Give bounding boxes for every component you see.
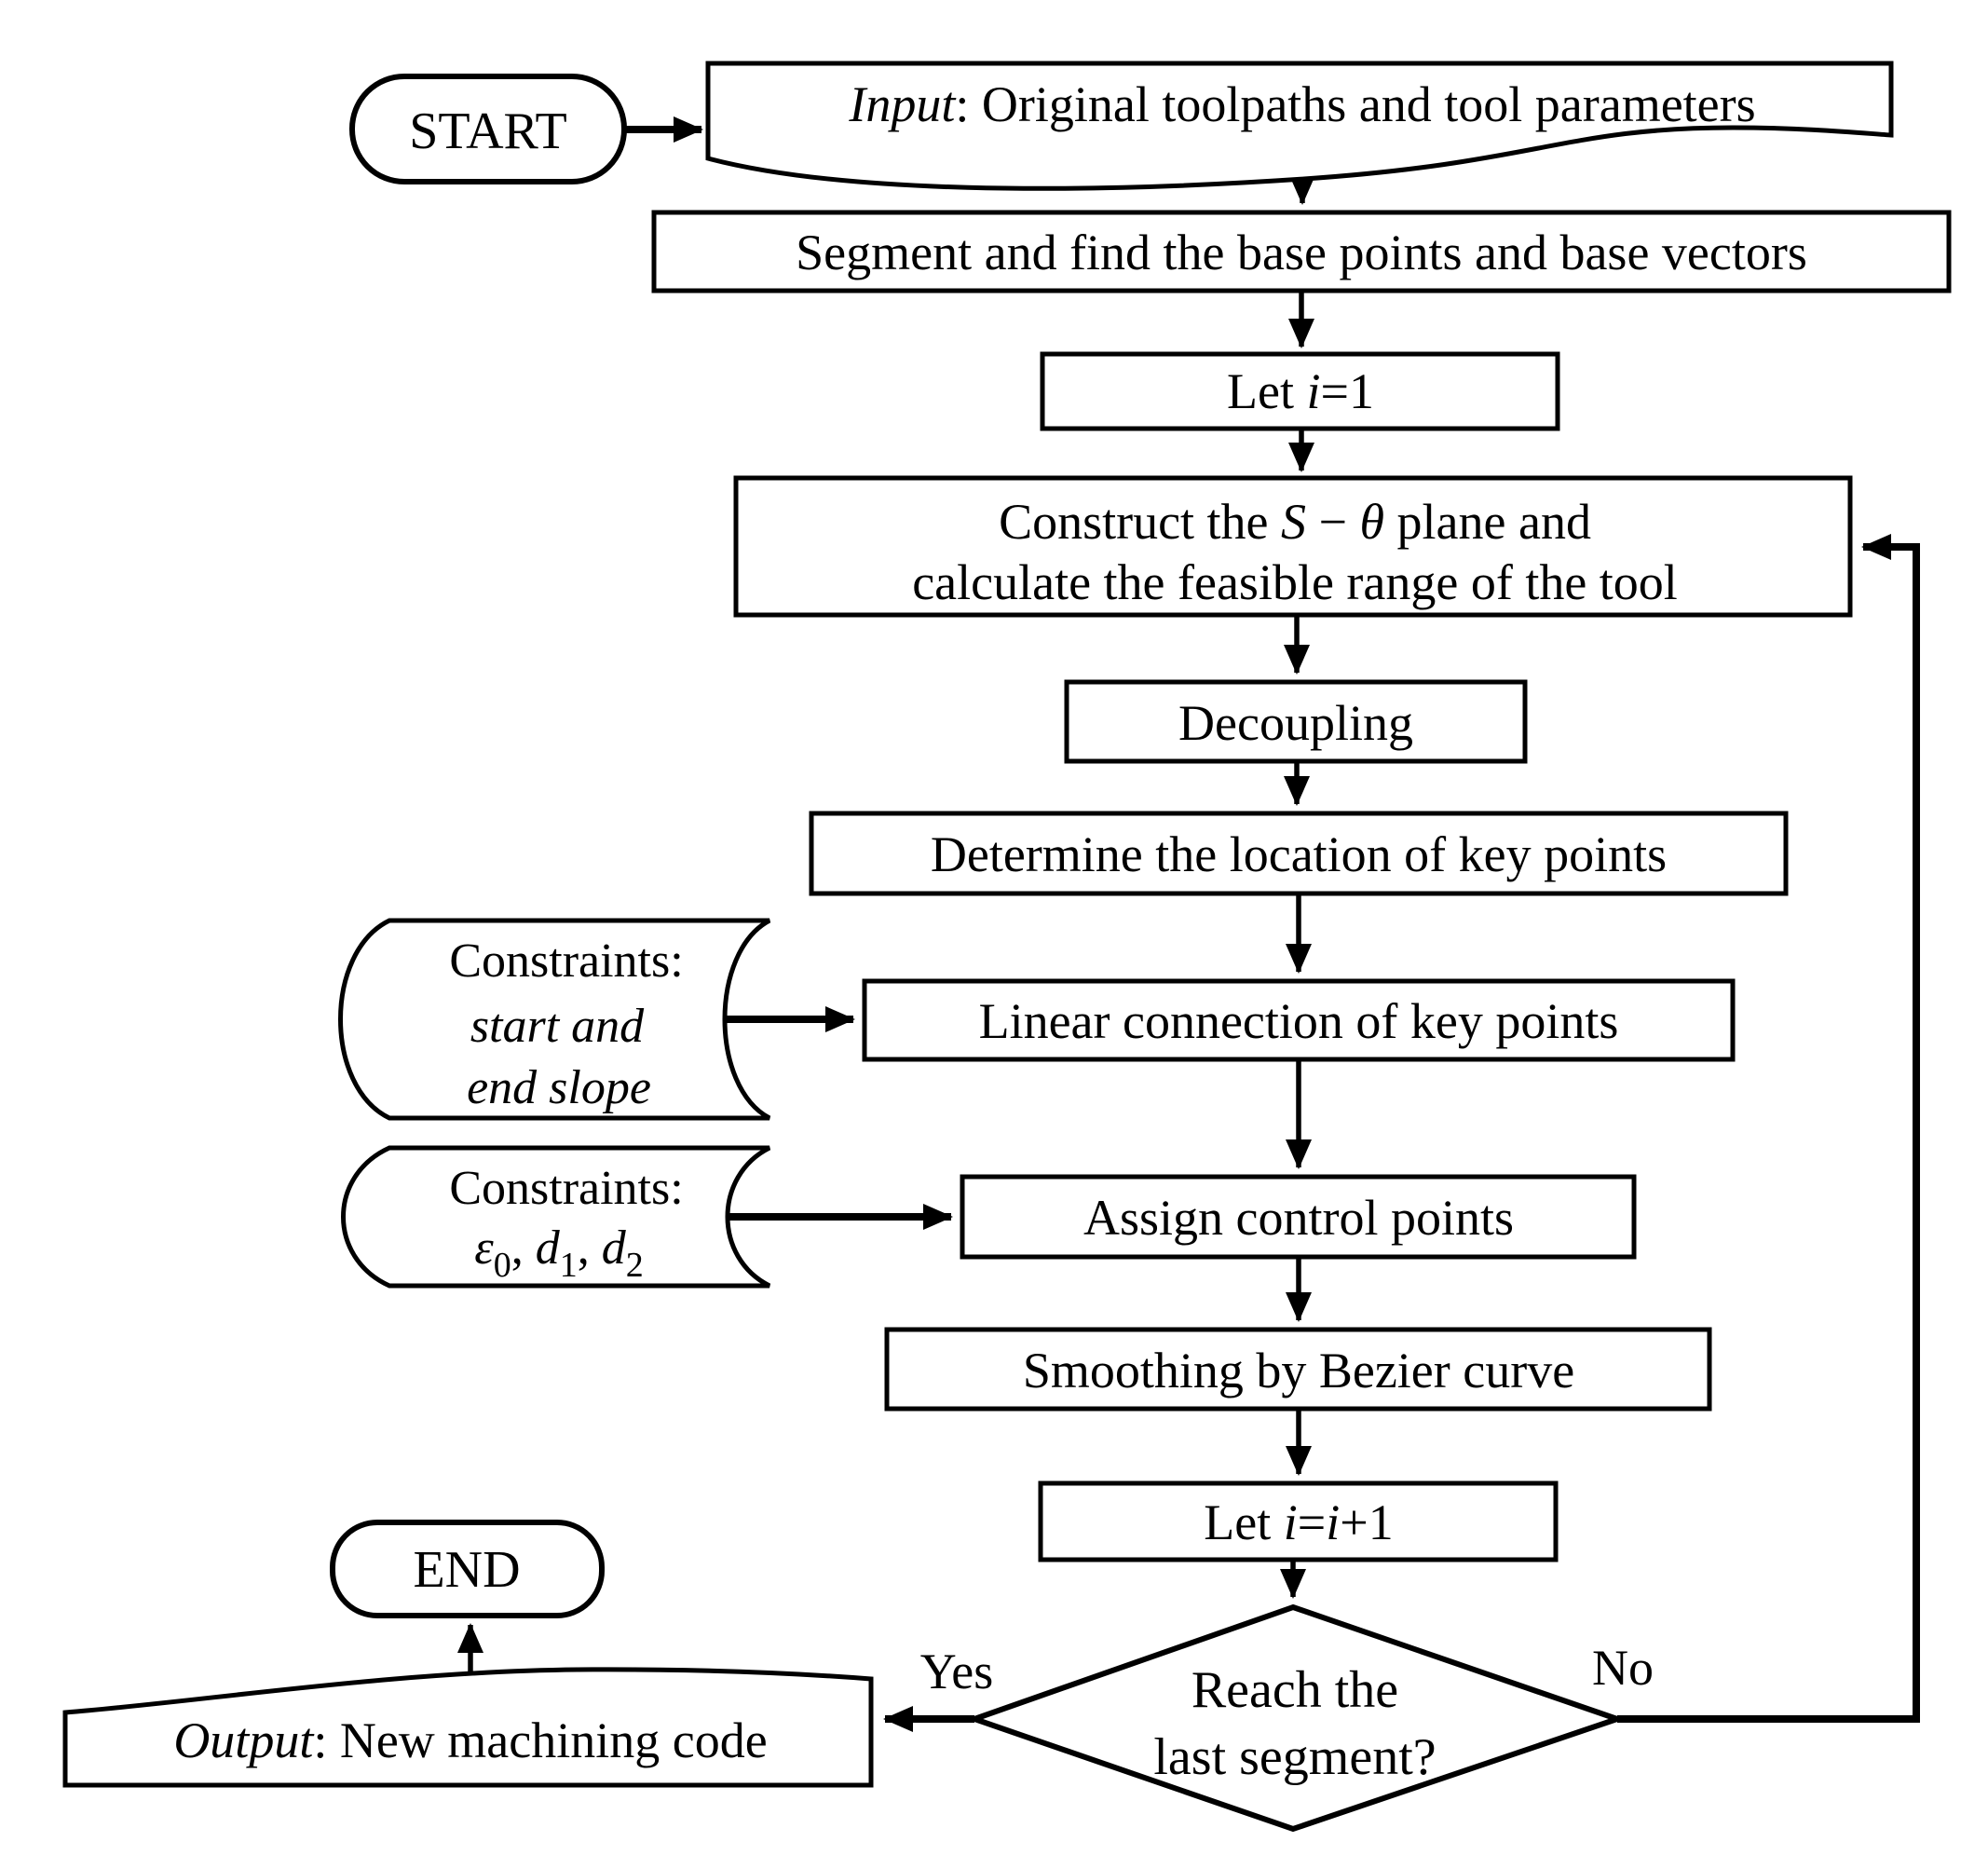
linear-label: Linear connection of key points: [979, 993, 1619, 1049]
determine-label: Determine the location of key points: [931, 826, 1667, 882]
decision-no-label: No: [1592, 1640, 1654, 1696]
arrow-decision-no-loop-to-construct: [1617, 534, 1920, 1723]
let-inc-label: Let i=i+1: [1204, 1494, 1393, 1550]
node-construct: Construct the S − θ plane and calculate …: [733, 475, 1853, 618]
node-output: Output: New machining code: [62, 1667, 874, 1788]
decision-label-line2: last segment?: [1153, 1728, 1436, 1786]
node-determine: Determine the location of key points: [809, 811, 1789, 896]
constraints-slope-title: Constraints:: [449, 934, 683, 988]
node-start: START: [349, 74, 627, 184]
segment-process-shape: [651, 210, 1952, 293]
node-constraints-slope: Constraints: start and end slope: [338, 918, 771, 1121]
constraints-cp-title: Constraints:: [449, 1162, 683, 1215]
start-label: START: [409, 102, 567, 160]
output-label: Output: New machining code: [173, 1712, 767, 1768]
assign-process-shape: [960, 1174, 1637, 1260]
node-decoupling: Decoupling: [1064, 679, 1528, 764]
decoupling-label: Decoupling: [1178, 695, 1413, 751]
constraints-cp-params: ε0, d1, d2: [474, 1221, 644, 1285]
node-let-inc: Let i=i+1: [1038, 1480, 1559, 1562]
end-label: END: [413, 1541, 520, 1599]
node-linear: Linear connection of key points: [862, 978, 1736, 1062]
node-constraints-cp: Constraints: ε0, d1, d2: [341, 1145, 771, 1289]
constraints-cp-stored-data-shape: [341, 1145, 771, 1289]
assign-label: Assign control points: [1083, 1190, 1514, 1246]
decision-diamond-shape: [965, 1603, 1627, 1833]
node-segment: Segment and find the base points and bas…: [651, 210, 1952, 293]
decoupling-process-shape: [1064, 679, 1528, 764]
constraints-slope-stored-data-shape: [338, 918, 771, 1121]
node-input: Input: Original toolpaths and tool param…: [705, 61, 1894, 191]
segment-label: Segment and find the base points and bas…: [796, 225, 1807, 280]
input-label: Input: Original toolpaths and tool param…: [848, 76, 1755, 132]
node-assign: Assign control points: [960, 1174, 1637, 1260]
node-let-init: Let i=1: [1040, 351, 1560, 431]
smoothing-process-shape: [884, 1327, 1712, 1412]
let-inc-process-shape: [1038, 1480, 1559, 1562]
construct-process-shape: [733, 475, 1853, 618]
node-decision: Reach the last segment? Yes No: [920, 1603, 1654, 1833]
construct-label-line1: Construct the S − θ plane and: [999, 494, 1591, 550]
constraints-slope-line3: end slope: [467, 1061, 651, 1114]
smoothing-label: Smoothing by Bezier curve: [1023, 1343, 1574, 1398]
determine-process-shape: [809, 811, 1789, 896]
end-terminator-shape: [330, 1520, 605, 1618]
linear-process-shape: [862, 978, 1736, 1062]
decision-yes-label: Yes: [920, 1644, 994, 1699]
output-document-shape: [62, 1667, 874, 1788]
construct-label-line2: calculate the feasible range of the tool: [912, 554, 1678, 610]
let-init-process-shape: [1040, 351, 1560, 431]
node-smoothing: Smoothing by Bezier curve: [884, 1327, 1712, 1412]
decision-label-line1: Reach the: [1191, 1661, 1398, 1719]
node-end: END: [330, 1520, 605, 1618]
let-init-label: Let i=1: [1227, 363, 1374, 419]
input-document-shape: [705, 61, 1894, 191]
constraints-slope-line2: start and: [470, 1000, 645, 1053]
start-terminator-shape: [349, 74, 627, 184]
